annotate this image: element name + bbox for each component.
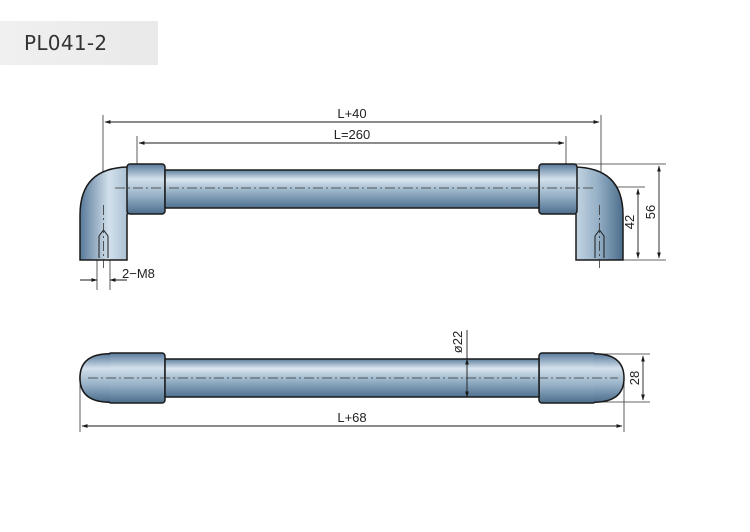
top-tube [164,169,540,209]
dim-diameter: ø22 [450,331,465,353]
dim-overall-bottom: L+68 [337,410,366,425]
right-cap [538,163,578,215]
dim-height-center: 42 [622,215,637,229]
right-dome-cover [593,353,625,403]
dim-height-outer: 56 [643,205,658,219]
thread-hole-left [98,229,109,258]
dim-overall-top: L+40 [337,106,366,121]
dim-center-top: L=260 [334,127,371,142]
top-view: L+40 L=260 56 42 2−M8 [79,106,666,290]
dim-thread: 2−M8 [122,266,155,281]
product-code-label: PL041-2 [0,21,158,65]
dim-end-height: 28 [627,371,642,385]
bottom-view: ø22 28 L+68 [79,330,650,432]
top-center-lines [103,187,600,268]
thread-hole-right [594,229,605,258]
left-cap [126,163,166,215]
